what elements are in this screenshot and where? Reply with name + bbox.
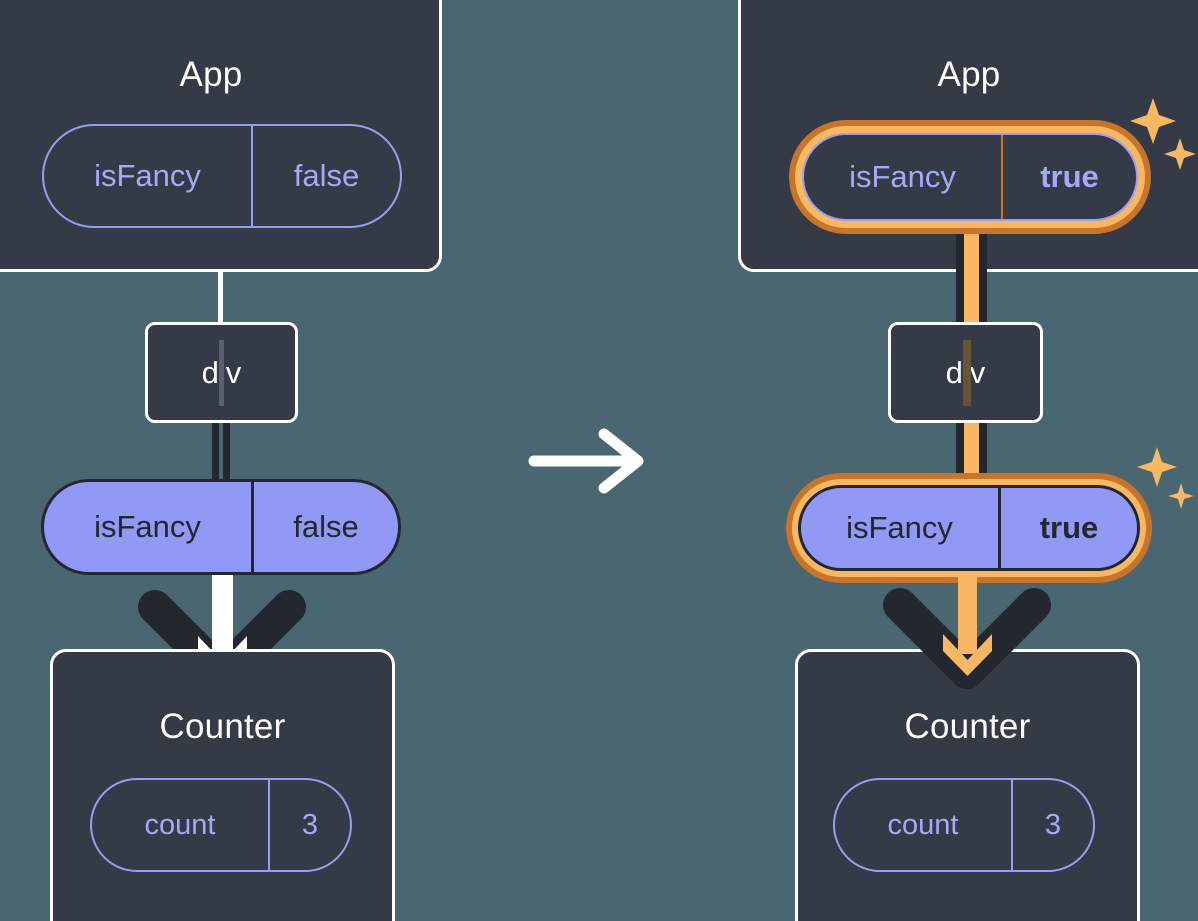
prop-pill-value-after: true bbox=[998, 488, 1137, 568]
counter-state-pill-after: count 3 bbox=[833, 778, 1095, 872]
app-prop-label-after: isFancy bbox=[849, 159, 956, 194]
connector-app-to-div-left-after bbox=[956, 230, 967, 330]
app-title: App bbox=[179, 55, 243, 94]
prop-pill-label: isFancy bbox=[94, 509, 201, 544]
counter-state-label-after: count bbox=[887, 808, 959, 841]
sparkle-icon bbox=[1137, 447, 1194, 509]
counter-state-pill: count 3 bbox=[90, 778, 352, 872]
connector-through-div-after bbox=[963, 340, 971, 406]
connector-div-to-prop-right-after bbox=[976, 420, 987, 482]
connector-app-to-div-highlight bbox=[964, 215, 979, 330]
prop-pill-sparkles bbox=[1135, 447, 1197, 523]
prop-pill: isFancy false bbox=[41, 479, 401, 575]
right-arrow-icon bbox=[528, 428, 644, 494]
sparkle-icon bbox=[1130, 98, 1196, 170]
app-prop-value: false bbox=[251, 126, 400, 226]
counter-state-value-after: 3 bbox=[1011, 780, 1093, 870]
app-title-after: App bbox=[937, 55, 1001, 94]
prop-flow-arrow-after bbox=[883, 570, 1051, 689]
app-prop-sparkles bbox=[1128, 98, 1198, 184]
counter-state-label: count bbox=[144, 808, 216, 841]
counter-title: Counter bbox=[159, 707, 286, 746]
connector-div-to-prop-right bbox=[223, 420, 230, 482]
prop-pill-after: isFancy true bbox=[798, 485, 1140, 571]
prop-pill-label-after: isFancy bbox=[846, 510, 953, 545]
transition-arrow bbox=[528, 428, 648, 494]
connector-div-to-prop-highlight bbox=[964, 420, 979, 482]
connector-div-to-prop-left-after bbox=[956, 420, 967, 482]
app-prop-value-after: true bbox=[1001, 135, 1136, 219]
connector-through-div bbox=[219, 340, 224, 406]
prop-pill-value: false bbox=[251, 482, 398, 572]
counter-title-after: Counter bbox=[904, 707, 1031, 746]
counter-state-value: 3 bbox=[268, 780, 350, 870]
connector-div-to-prop-left bbox=[212, 420, 219, 482]
connector-app-to-div bbox=[218, 268, 223, 326]
app-prop-pill-after: isFancy true bbox=[802, 133, 1138, 221]
app-prop-pill: isFancy false bbox=[42, 124, 402, 228]
connector-app-to-div-right-after bbox=[976, 230, 987, 330]
app-prop-label: isFancy bbox=[94, 158, 201, 193]
